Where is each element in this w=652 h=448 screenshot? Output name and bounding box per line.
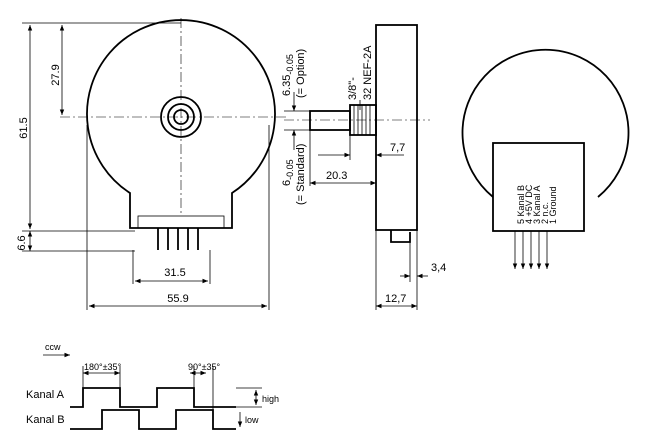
dim-shaft-top-label: 27.9 xyxy=(50,64,62,85)
back-pin-labels: 5 Kanal B 4 +5V DC 3 Kanal A 2 n.c. 1 Gr… xyxy=(516,184,558,224)
thread-size-label: 3/8"- xyxy=(347,77,359,100)
dim-standard-label: 6-0.05 xyxy=(281,159,295,186)
thread-spec-label: 32 NEF-2A xyxy=(362,45,374,100)
dim-option-note: (= Option) xyxy=(295,49,307,98)
back-pins xyxy=(512,231,550,269)
back-view: 5 Kanal B 4 +5V DC 3 Kanal A 2 n.c. 1 Gr… xyxy=(461,48,630,269)
timing-diagram: ccw 180°±35° 90°±35° Kanal A Kanal B hig… xyxy=(26,342,279,430)
dim-depth-label: 12,7 xyxy=(385,293,406,305)
back-connector-housing xyxy=(492,142,585,232)
dim-height-label: 61.5 xyxy=(18,117,30,138)
channel-b-label: Kanal B xyxy=(26,414,65,426)
svg-text:5 Kanal B: 5 Kanal B xyxy=(516,185,526,224)
front-view: 61.5 27.9 6.6 31.5 55.9 xyxy=(16,18,288,310)
phase-a-label: 180°±35° xyxy=(84,362,122,372)
svg-text:3 Kanal A: 3 Kanal A xyxy=(532,185,542,224)
direction-label: ccw xyxy=(45,342,61,352)
dim-option-label: 6.35-0.05 xyxy=(281,54,295,96)
dim-tab-label: 6.6 xyxy=(16,235,28,250)
front-body-outline xyxy=(86,19,276,229)
side-shaft xyxy=(309,110,351,131)
dim-pins-label: 31.5 xyxy=(164,267,185,279)
phase-b-label: 90°±35° xyxy=(188,362,221,372)
side-view: 6.35-0.05 (= Option) 6-0.05 (= Standard)… xyxy=(281,24,446,310)
side-body xyxy=(375,24,418,231)
dim-bushing-label: 7,7 xyxy=(390,142,405,154)
level-low-label: low xyxy=(245,415,259,425)
back-body-outline xyxy=(461,48,630,198)
front-pins xyxy=(157,228,199,250)
dim-pin-offset-label: 3,4 xyxy=(431,262,446,274)
svg-text:2 n.c.: 2 n.c. xyxy=(540,202,550,224)
channel-a-label: Kanal A xyxy=(26,389,65,401)
dim-standard-note: (= Standard) xyxy=(295,144,307,205)
front-connector-block xyxy=(137,215,225,229)
channel-b-waveform xyxy=(70,409,236,430)
dim-shaft-length-label: 20.3 xyxy=(326,170,347,182)
svg-text:4 +5V DC: 4 +5V DC xyxy=(524,184,534,224)
side-pin-bracket xyxy=(390,230,411,243)
channel-a-waveform xyxy=(70,387,236,408)
level-high-label: high xyxy=(262,394,279,404)
dim-width-label: 55.9 xyxy=(167,293,188,305)
svg-text:1 Ground: 1 Ground xyxy=(548,186,558,224)
